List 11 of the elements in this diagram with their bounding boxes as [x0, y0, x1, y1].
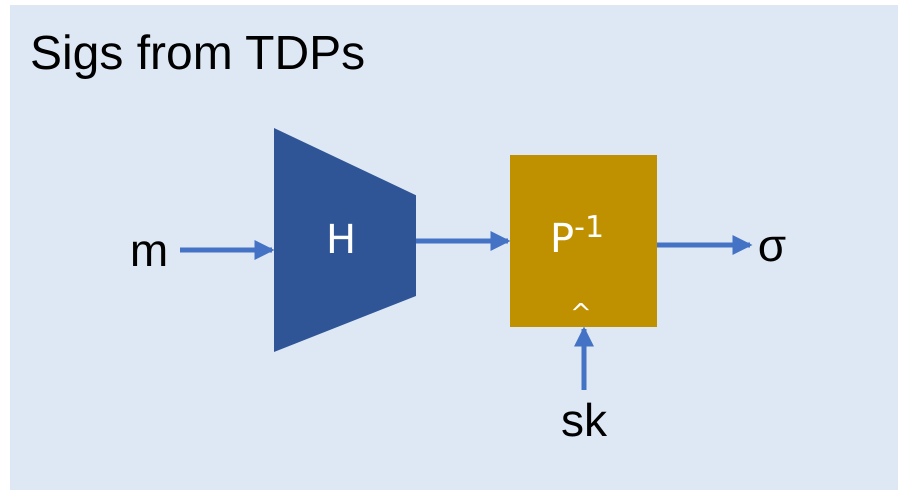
variable-label: σ [758, 222, 786, 268]
arrow [657, 235, 752, 255]
title: Sigs from TDPs [30, 30, 366, 78]
arrow [180, 240, 274, 260]
function-box [510, 155, 657, 327]
block-label: H [326, 220, 356, 260]
variable-label: m [130, 227, 168, 273]
arrow [574, 326, 594, 390]
arrow [416, 231, 510, 251]
caret-mark: ^ [570, 301, 592, 327]
variable-label: sk [561, 397, 607, 443]
